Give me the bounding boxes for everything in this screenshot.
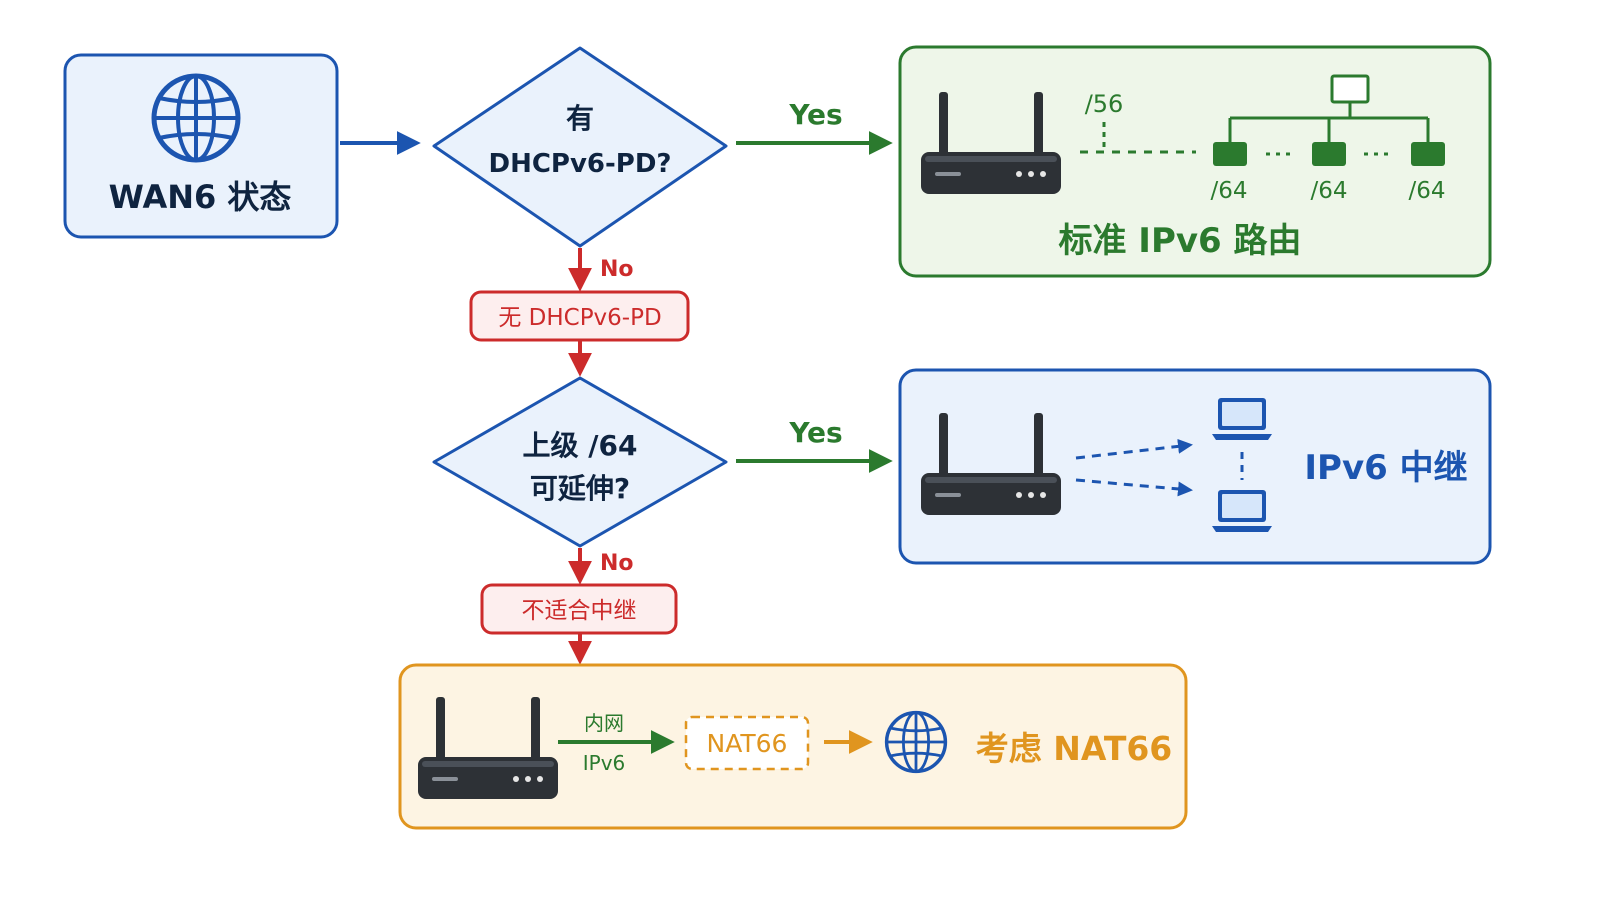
wan6-status-node: WAN6 状态 xyxy=(63,53,339,239)
routing-prefix-56: /56 xyxy=(1085,90,1124,118)
routing-subnet-3: /64 xyxy=(1408,178,1445,204)
result-standard-ipv6-routing: /56 /64 /64 /64 标准 IPv6 路由 xyxy=(898,45,1492,278)
routing-title: 标准 IPv6 路由 xyxy=(1058,221,1301,261)
no-dhcpv6-pd-node: 无 DHCPv6-PD xyxy=(469,290,690,342)
decision1-yes-label: Yes xyxy=(788,98,842,131)
nat-lan-line1: 内网 xyxy=(584,711,624,735)
decision-dhcpv6-pd: 有 DHCPv6-PD? xyxy=(432,46,728,248)
relay-dashed-arrow-bottom xyxy=(1075,478,1193,497)
nat66-label: NAT66 xyxy=(707,729,788,758)
no-dhcpv6-pd-label: 无 DHCPv6-PD xyxy=(498,305,661,331)
result-ipv6-relay: IPv6 中继 xyxy=(898,368,1492,565)
not-suitable-relay-node: 不适合中继 xyxy=(480,583,678,635)
relay-dashed-arrow-top xyxy=(1075,438,1193,460)
wan6-status-label: WAN6 状态 xyxy=(109,178,292,216)
decision1-line2: DHCPv6-PD? xyxy=(488,149,671,179)
globe-icon xyxy=(884,710,948,774)
nat66-title: 考虑 NAT66 xyxy=(976,729,1173,768)
decision1-line1: 有 xyxy=(566,102,594,135)
decision2-line2: 可延伸? xyxy=(530,472,630,505)
decision2-yes-label: Yes xyxy=(788,416,842,449)
nat66-dashed-box: NAT66 xyxy=(684,715,810,771)
routing-subnet-2: /64 xyxy=(1310,178,1347,204)
not-suitable-relay-label: 不适合中继 xyxy=(522,598,637,624)
network-tree-icon xyxy=(1213,74,1445,166)
relay-title: IPv6 中继 xyxy=(1304,448,1467,488)
routing-subnet-1: /64 xyxy=(1210,178,1247,204)
result-consider-nat66: 内网 IPv6 NAT66 考虑 NAT66 xyxy=(398,663,1188,830)
decision-upstream-64-extendable: 上级 /64 可延伸? xyxy=(432,376,728,548)
globe-icon xyxy=(154,76,238,160)
decision1-no-label: No xyxy=(600,257,634,282)
nat-lan-line2: IPv6 xyxy=(583,751,626,775)
decision2-line1: 上级 /64 xyxy=(523,429,638,462)
decision2-no-label: No xyxy=(600,551,634,576)
